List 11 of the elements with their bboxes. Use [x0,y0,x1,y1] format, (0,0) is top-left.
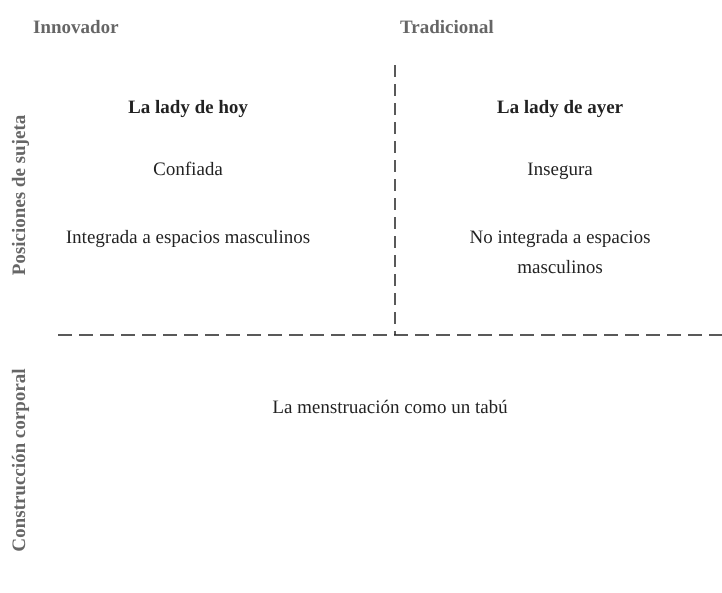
cell-text: Insegura [527,158,593,182]
column-header: Tradicional [400,16,494,40]
row-header: Construcción corporal [8,368,31,552]
cell-text: Confiada [153,158,223,182]
cell-heading: La lady de hoy [128,96,248,120]
cell-text: Integrada a espacios masculinos [64,226,312,250]
cell-text: No integrada a espacios masculinos [468,226,652,280]
row-header: Posiciones de sujeta [8,114,31,276]
cell-text: La menstruación como un tabú [272,396,508,420]
cell-heading: La lady de ayer [496,96,624,120]
column-header: Innovador [33,16,119,40]
